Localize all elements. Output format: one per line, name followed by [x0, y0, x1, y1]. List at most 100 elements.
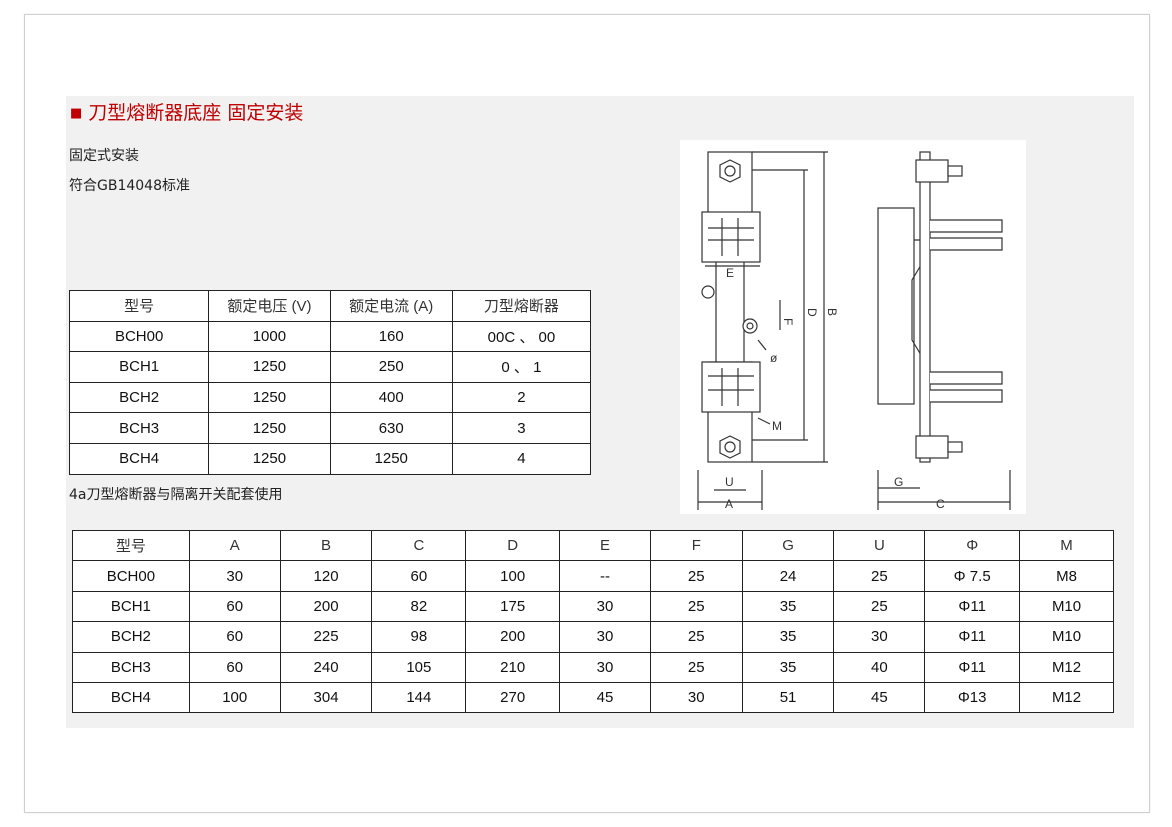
- header-cell: A: [188, 529, 281, 562]
- table-cell: M8: [1019, 560, 1114, 592]
- table-cell: 1250: [208, 442, 331, 475]
- table-cell: --: [559, 560, 651, 592]
- table-row: BCH00 30 120 60 100 -- 25 24 25 Φ 7.5 M8: [72, 560, 1114, 592]
- table-cell: BCH4: [72, 681, 190, 714]
- table-cell: BCH2: [72, 621, 190, 653]
- table-cell: 144: [371, 681, 467, 714]
- section-title: ■ 刀型熔断器底座 固定安装: [70, 98, 303, 125]
- table-row: BCH3 60 240 105 210 30 25 35 40 Φ11 M12: [72, 651, 1114, 683]
- table-cell: M12: [1019, 651, 1114, 683]
- label-f: F: [781, 318, 795, 325]
- table-row: BCH2 1250 400 2: [68, 381, 592, 414]
- label-g: G: [894, 475, 903, 489]
- label-e: E: [726, 266, 734, 280]
- table-cell: 00C 、 00: [451, 320, 592, 353]
- table-cell: 60: [188, 590, 281, 623]
- description-line-1: 固定式安装: [69, 148, 139, 164]
- table-cell: 51: [741, 681, 835, 714]
- table-cell: Φ 7.5: [924, 560, 1021, 592]
- table-cell: 45: [559, 681, 651, 714]
- table-row: BCH1 60 200 82 175 30 25 35 25 Φ11 M10: [72, 590, 1114, 623]
- table-cell: 225: [279, 621, 373, 653]
- table-cell: 210: [465, 651, 561, 683]
- table-cell: 4: [451, 442, 592, 475]
- label-m: M: [772, 419, 782, 433]
- table-cell: 60: [188, 651, 281, 683]
- label-d: D: [805, 308, 819, 317]
- table-cell: 120: [279, 560, 373, 592]
- header-cell: G: [741, 529, 835, 562]
- table-cell: BCH00: [72, 560, 190, 592]
- table-cell: BCH3: [68, 412, 210, 444]
- table-cell: 3: [451, 412, 592, 444]
- table-cell: Φ11: [924, 590, 1021, 623]
- table-cell: Φ11: [924, 621, 1021, 653]
- table-cell: 82: [371, 590, 467, 623]
- table-cell: 25: [649, 621, 743, 653]
- header-cell: U: [833, 529, 926, 562]
- table-cell: 100: [465, 560, 561, 592]
- header-cell: 型号: [68, 290, 210, 322]
- label-u: U: [725, 475, 734, 489]
- table-cell: 30: [559, 651, 651, 683]
- table-cell: 250: [329, 351, 453, 383]
- dimensions-table: 型号 A B C D E F G U Φ M BCH00 30 120 60 1…: [72, 529, 1114, 714]
- table-cell: Φ13: [924, 681, 1021, 714]
- usage-note: 4a刀型熔断器与隔离开关配套使用: [69, 487, 283, 503]
- ratings-table: 型号 额定电压 (V) 额定电流 (A) 刀型熔断器 BCH00 1000 16…: [68, 290, 592, 475]
- header-cell: 刀型熔断器: [451, 290, 592, 322]
- table-cell: 35: [741, 651, 835, 683]
- table-cell: 25: [649, 590, 743, 623]
- header-cell: C: [371, 529, 467, 562]
- title-bullet-icon: ■: [70, 106, 83, 121]
- table-cell: M10: [1019, 590, 1114, 623]
- header-cell: B: [279, 529, 373, 562]
- table-cell: 2: [451, 381, 592, 414]
- table-cell: 200: [465, 621, 561, 653]
- table-header-row: 型号 A B C D E F G U Φ M: [72, 529, 1114, 562]
- table-cell: 25: [649, 560, 743, 592]
- table-cell: 30: [559, 590, 651, 623]
- table-cell: Φ11: [924, 651, 1021, 683]
- table-cell: 40: [833, 651, 926, 683]
- table-cell: BCH4: [68, 442, 210, 475]
- header-cell: 额定电压 (V): [208, 290, 331, 322]
- table-cell: 30: [649, 681, 743, 714]
- table-cell: BCH1: [72, 590, 190, 623]
- table-cell: M12: [1019, 681, 1114, 714]
- table-cell: 25: [833, 590, 926, 623]
- table-row: BCH4 1250 1250 4: [68, 442, 592, 475]
- table-cell: 100: [188, 681, 281, 714]
- table-cell: 160: [329, 320, 453, 353]
- table-cell: 270: [465, 681, 561, 714]
- table-cell: BCH1: [68, 351, 210, 383]
- table-cell: BCH2: [68, 381, 210, 414]
- table-cell: 35: [741, 621, 835, 653]
- title-text: 刀型熔断器底座 固定安装: [88, 102, 304, 124]
- table-cell: 30: [188, 560, 281, 592]
- table-cell: 1250: [329, 442, 453, 475]
- table-cell: 24: [741, 560, 835, 592]
- table-cell: 0 、 1: [451, 351, 592, 383]
- table-cell: 200: [279, 590, 373, 623]
- header-cell: 型号: [72, 529, 190, 562]
- table-cell: 400: [329, 381, 453, 414]
- header-cell: 额定电流 (A): [329, 290, 453, 322]
- table-cell: 105: [371, 651, 467, 683]
- table-cell: 60: [188, 621, 281, 653]
- table-cell: 30: [559, 621, 651, 653]
- table-cell: 175: [465, 590, 561, 623]
- dimension-diagram: E F D B ø M U A G C: [680, 140, 1026, 514]
- table-cell: 1000: [208, 320, 331, 353]
- table-cell: 1250: [208, 351, 331, 383]
- table-cell: 30: [833, 621, 926, 653]
- header-cell: Φ: [924, 529, 1021, 562]
- description-line-2: 符合GB14048标准: [69, 178, 190, 194]
- table-row: BCH4 100 304 144 270 45 30 51 45 Φ13 M12: [72, 681, 1114, 714]
- label-c: C: [936, 497, 945, 511]
- table-row: BCH2 60 225 98 200 30 25 35 30 Φ11 M10: [72, 621, 1114, 653]
- header-cell: E: [559, 529, 651, 562]
- table-cell: 98: [371, 621, 467, 653]
- table-row: BCH00 1000 160 00C 、 00: [68, 320, 592, 353]
- table-cell: 240: [279, 651, 373, 683]
